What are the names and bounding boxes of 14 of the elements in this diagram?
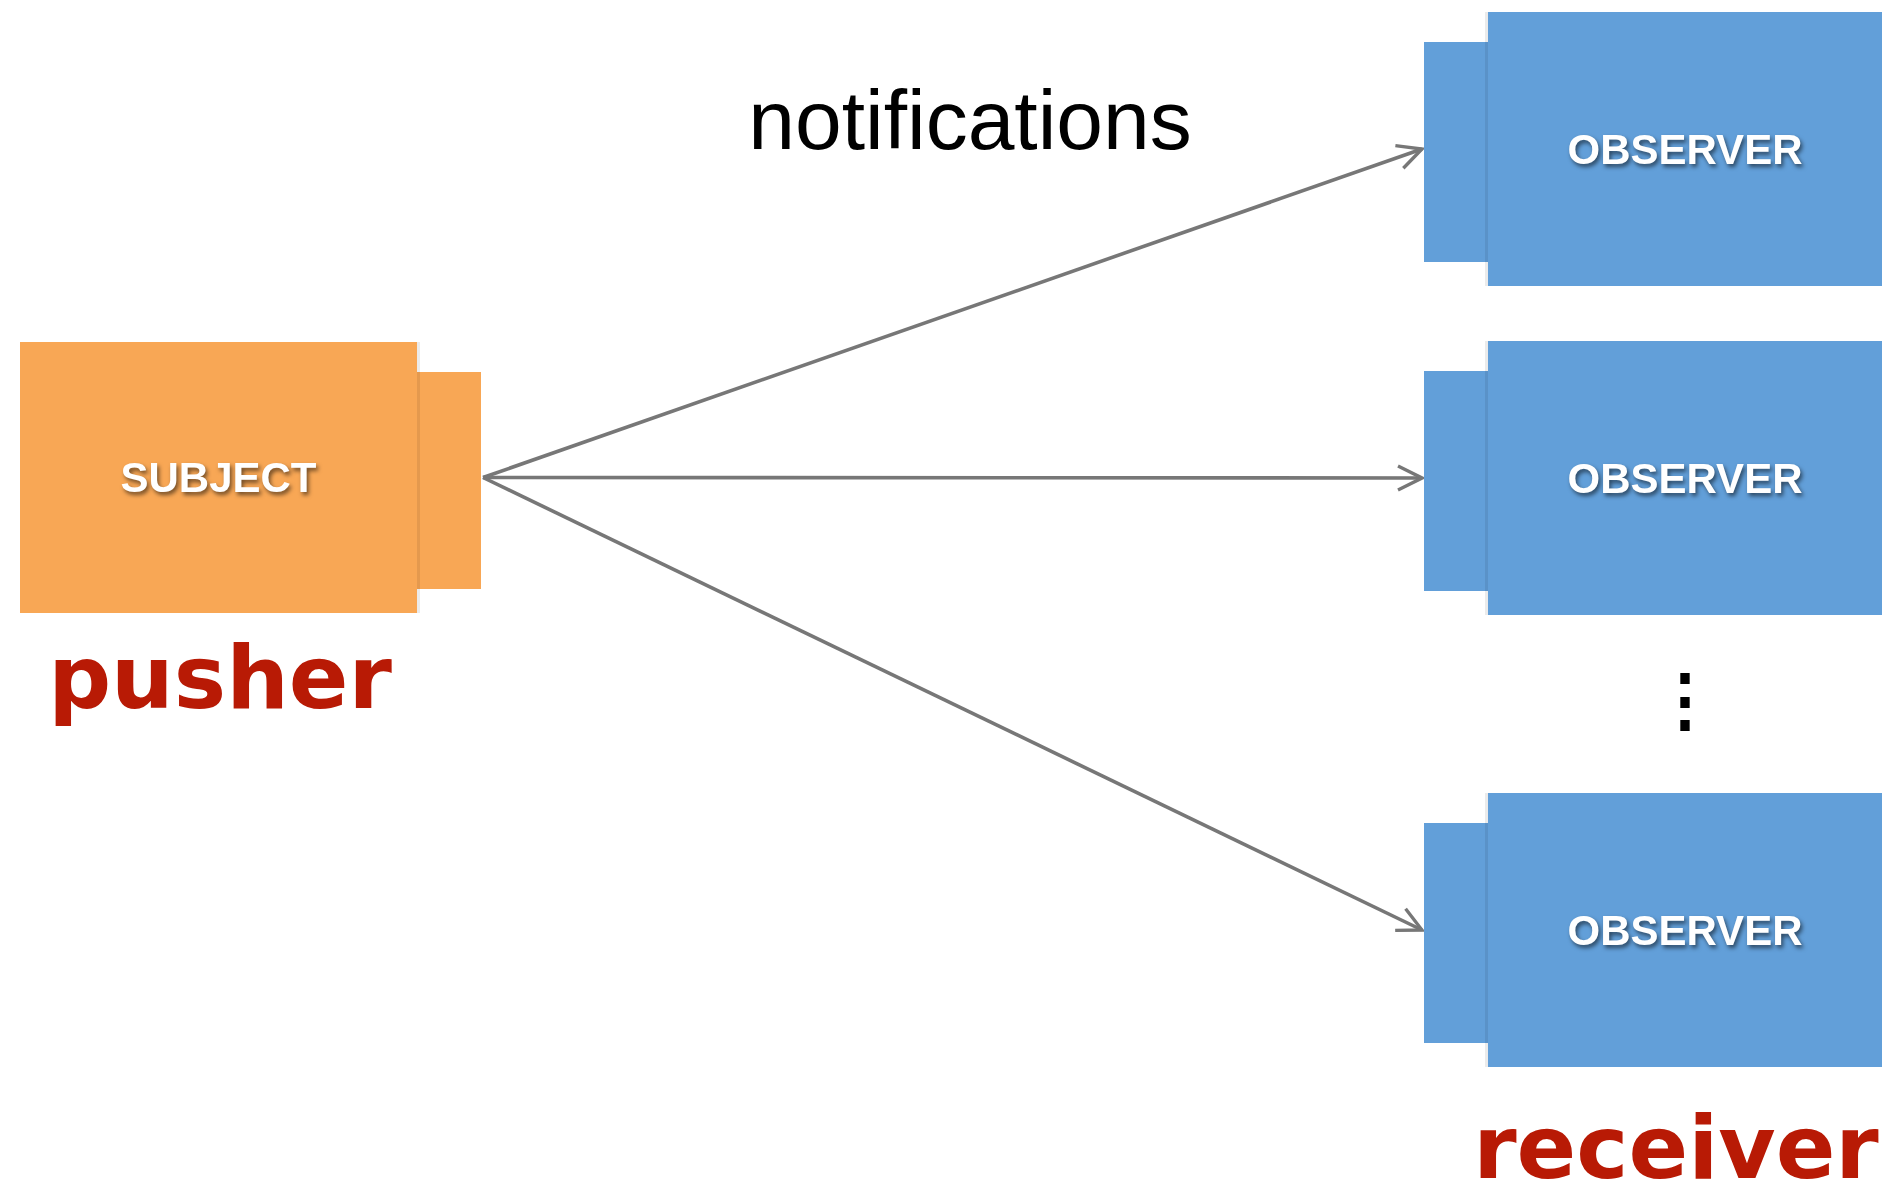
role-caption: pusher [48, 628, 392, 728]
box-label: OBSERVER [1567, 124, 1803, 175]
box-label: SUBJECT [120, 453, 317, 503]
caption-text: notifications [747, 72, 1193, 169]
process-box [20, 342, 481, 613]
arrow [482, 475, 1424, 933]
ellipsis-mark: ⋮ [1650, 660, 1700, 741]
process-box [1424, 341, 1882, 615]
box-label: OBSERVER [1567, 453, 1803, 504]
arrow [483, 464, 1424, 492]
process-box [1424, 793, 1882, 1067]
role-caption: receiver [1473, 1098, 1879, 1189]
box-label: OBSERVER [1567, 905, 1803, 956]
process-box [1424, 12, 1882, 286]
